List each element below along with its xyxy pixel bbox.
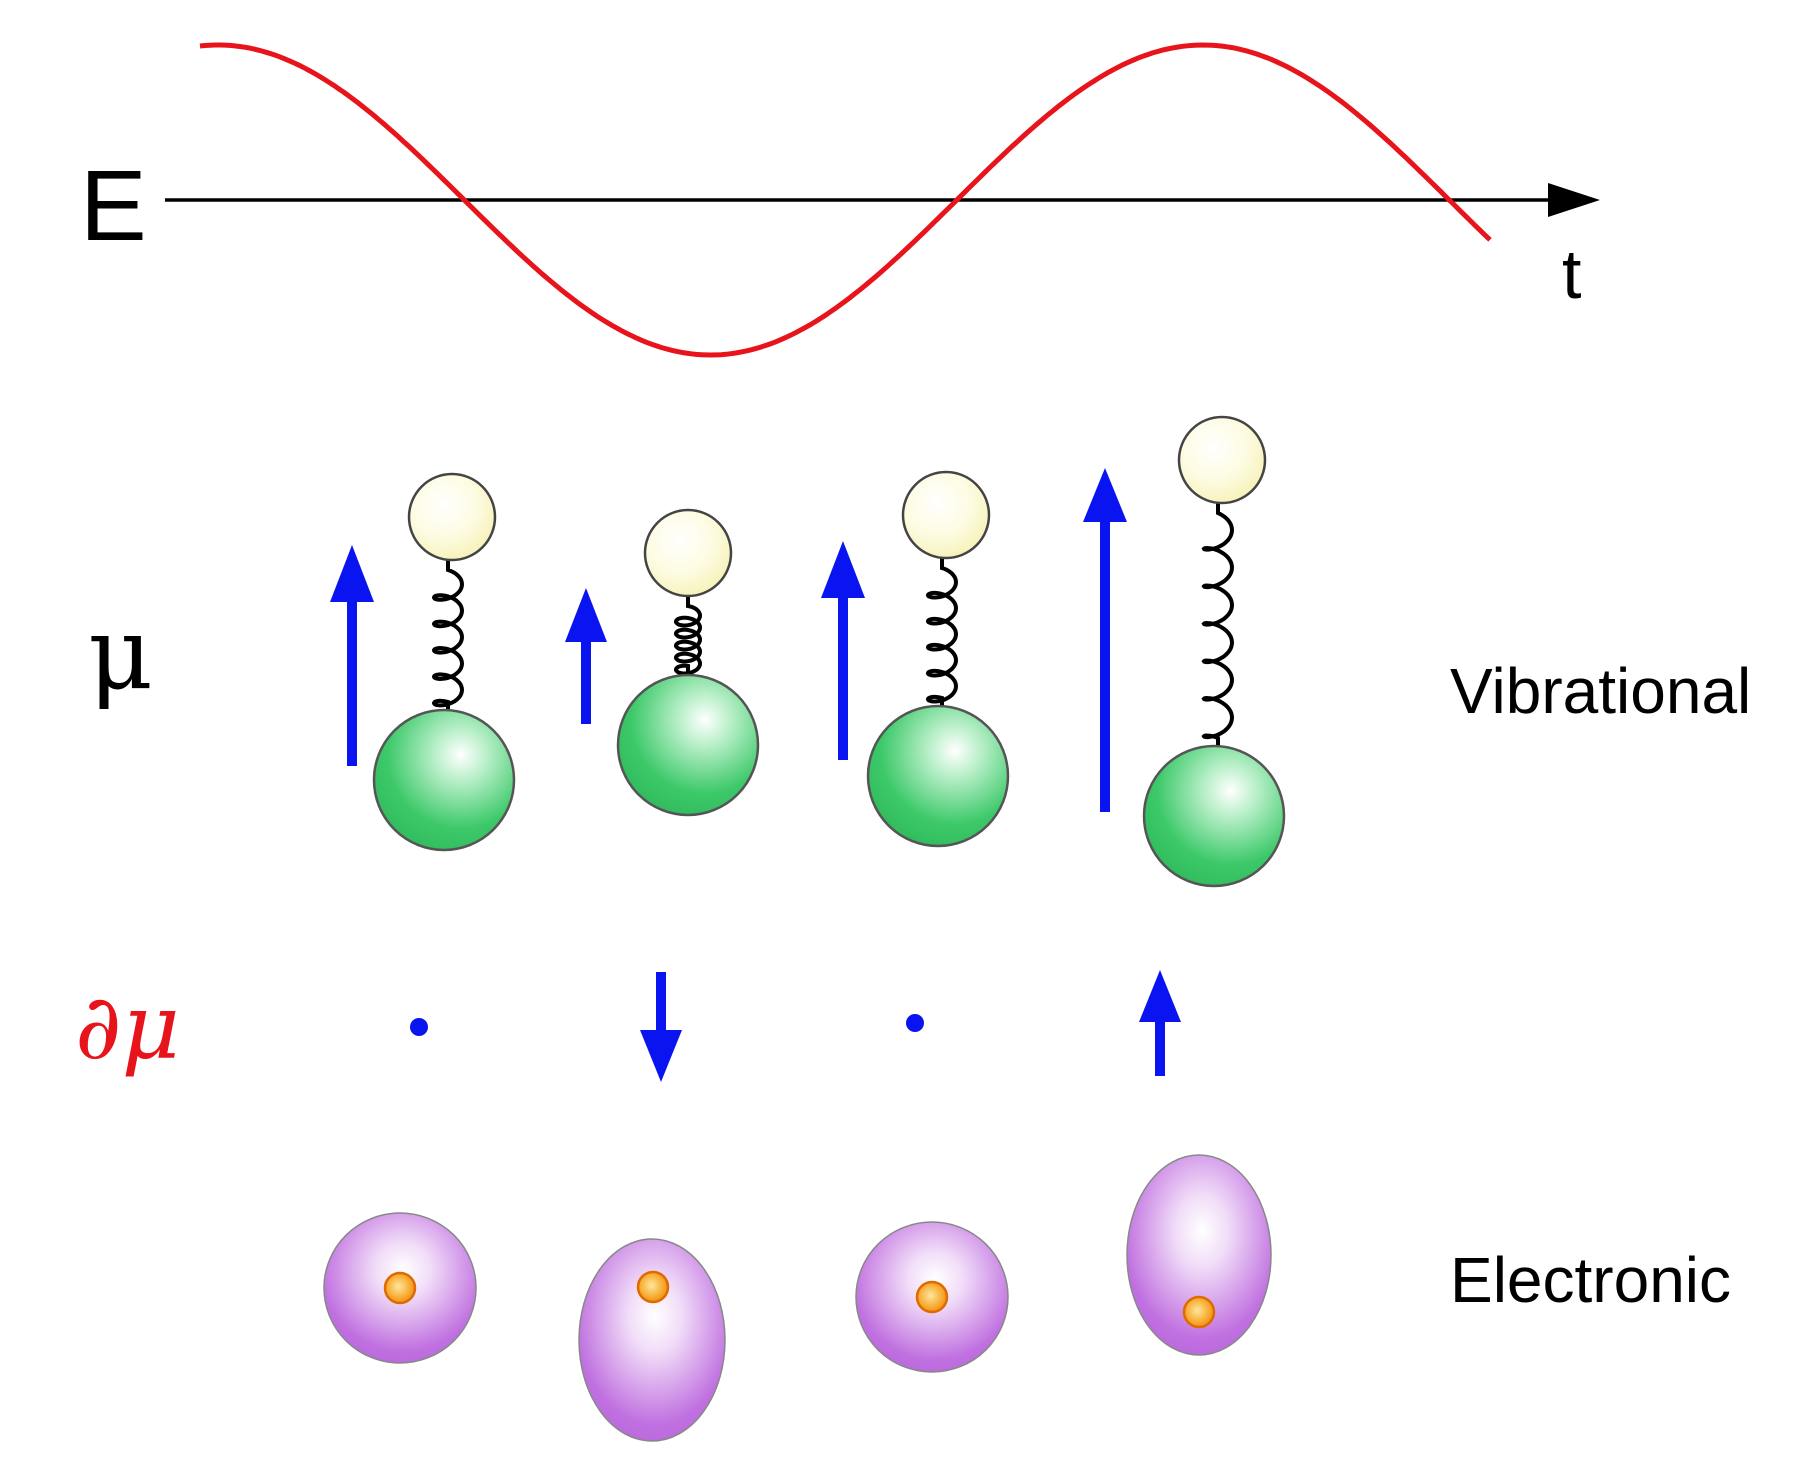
derivative-row (410, 970, 1181, 1082)
time-axis-label: t (1562, 235, 1581, 313)
dipole-arrow-4 (1083, 468, 1127, 812)
heavy-atom-1 (372, 708, 516, 852)
heavy-atom-3 (866, 704, 1010, 848)
heavy-atom-4 (1142, 744, 1286, 888)
nucleus-2 (636, 1270, 670, 1304)
nucleus-3 (915, 1280, 949, 1314)
light-atom-2 (643, 508, 733, 598)
bond-spring-1 (431, 558, 465, 714)
nucleus-1 (383, 1271, 417, 1305)
dipole-derivative-label: ∂μ (75, 975, 180, 1080)
electron-cloud-2 (578, 1238, 726, 1442)
light-atom-1 (407, 472, 497, 562)
derivative-up-arrow (1139, 970, 1181, 1076)
vibrational-label: Vibrational (1450, 655, 1751, 727)
vibrational-row (330, 415, 1286, 888)
derivative-zero-dot-1 (410, 1018, 428, 1036)
electron-cloud-4 (1126, 1154, 1272, 1356)
bond-spring-4 (1201, 501, 1235, 750)
time-axis-arrowhead (1548, 183, 1600, 217)
bond-spring-3 (925, 556, 959, 710)
electronic-row (323, 1154, 1272, 1442)
dipole-arrow-2 (565, 588, 607, 724)
derivative-zero-dot-2 (906, 1014, 924, 1032)
heavy-atom-2 (616, 673, 760, 817)
electronic-label: Electronic (1450, 1244, 1731, 1316)
dipole-arrow-1 (330, 545, 374, 766)
light-atom-3 (901, 470, 991, 560)
derivative-down-arrow (640, 972, 682, 1082)
nucleus-4 (1182, 1295, 1216, 1329)
dipole-label: μ (88, 595, 153, 712)
field-wave (199, 42, 1492, 358)
field-axis-label: E (80, 150, 147, 262)
field-panel: E t (80, 42, 1600, 358)
dipole-arrow-3 (821, 541, 865, 760)
bond-spring-2 (673, 594, 703, 678)
light-atom-4 (1177, 415, 1267, 505)
